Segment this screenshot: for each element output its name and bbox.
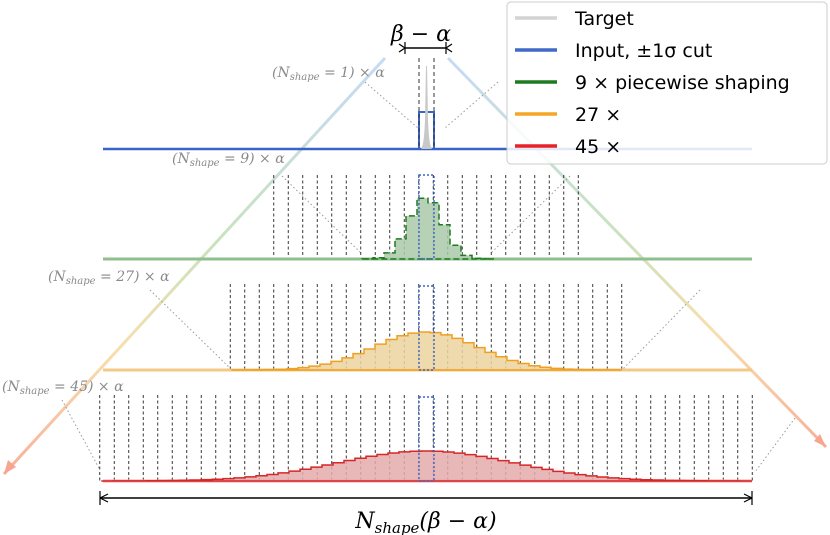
beta-alpha-arrow-right-icon (445, 43, 453, 53)
bottom-arrow-left-icon (99, 493, 109, 503)
row-27-input-box (418, 285, 435, 371)
bottom-span-label: Nshape(β − α) (354, 509, 496, 535)
beta-alpha-label: β − α (390, 22, 451, 47)
nshape1-label: (Nshape = 1) × α (272, 65, 385, 83)
guide-line-6 (61, 399, 101, 471)
guide-line-1 (444, 81, 499, 129)
row-9-input-box (418, 174, 435, 260)
right-arrow-head-icon (814, 434, 826, 447)
row-45-input-box (418, 396, 435, 482)
guide-line-4 (149, 289, 233, 371)
rows (99, 58, 753, 483)
guide-line-7 (754, 417, 796, 473)
dotted-guides (61, 81, 796, 473)
row-1-target (421, 66, 432, 149)
left-arrow-head-icon (4, 460, 16, 474)
left-triangle-arrow (2, 56, 387, 476)
beta-alpha-arrow-left-icon (398, 43, 406, 53)
row-27-histogram (231, 331, 623, 371)
row-27 (103, 284, 752, 372)
legend-label-2: 9 × piecewise shaping (575, 72, 790, 94)
row-9 (103, 174, 752, 261)
legend-box (506, 1, 828, 165)
row-9-histogram (361, 197, 495, 260)
row-45-histogram (101, 450, 753, 482)
nshape9-label: (Nshape = 9) × α (172, 151, 285, 169)
legend-label-0: Target (574, 8, 634, 30)
legend-label-4: 45 × (575, 136, 621, 158)
guide-line-5 (621, 289, 701, 371)
guide-line-2 (281, 175, 363, 255)
legend-label-1: Input, ±1σ cut (575, 40, 712, 62)
nshape45-label: (Nshape = 45) × α (2, 379, 124, 397)
guide-line-3 (489, 175, 571, 255)
nshape27-label: (Nshape = 27) × α (48, 269, 170, 287)
beta-alpha-indicator: β − α (390, 22, 453, 54)
bottom-span: Nshape(β − α) (99, 491, 753, 535)
row-45 (99, 395, 753, 483)
guide-line-0 (364, 81, 419, 129)
legend-label-3: 27 × (575, 104, 621, 126)
bottom-arrow-right-icon (743, 493, 753, 503)
row-labels: (Nshape = 1) × α (Nshape = 9) × α (Nshap… (2, 65, 385, 397)
